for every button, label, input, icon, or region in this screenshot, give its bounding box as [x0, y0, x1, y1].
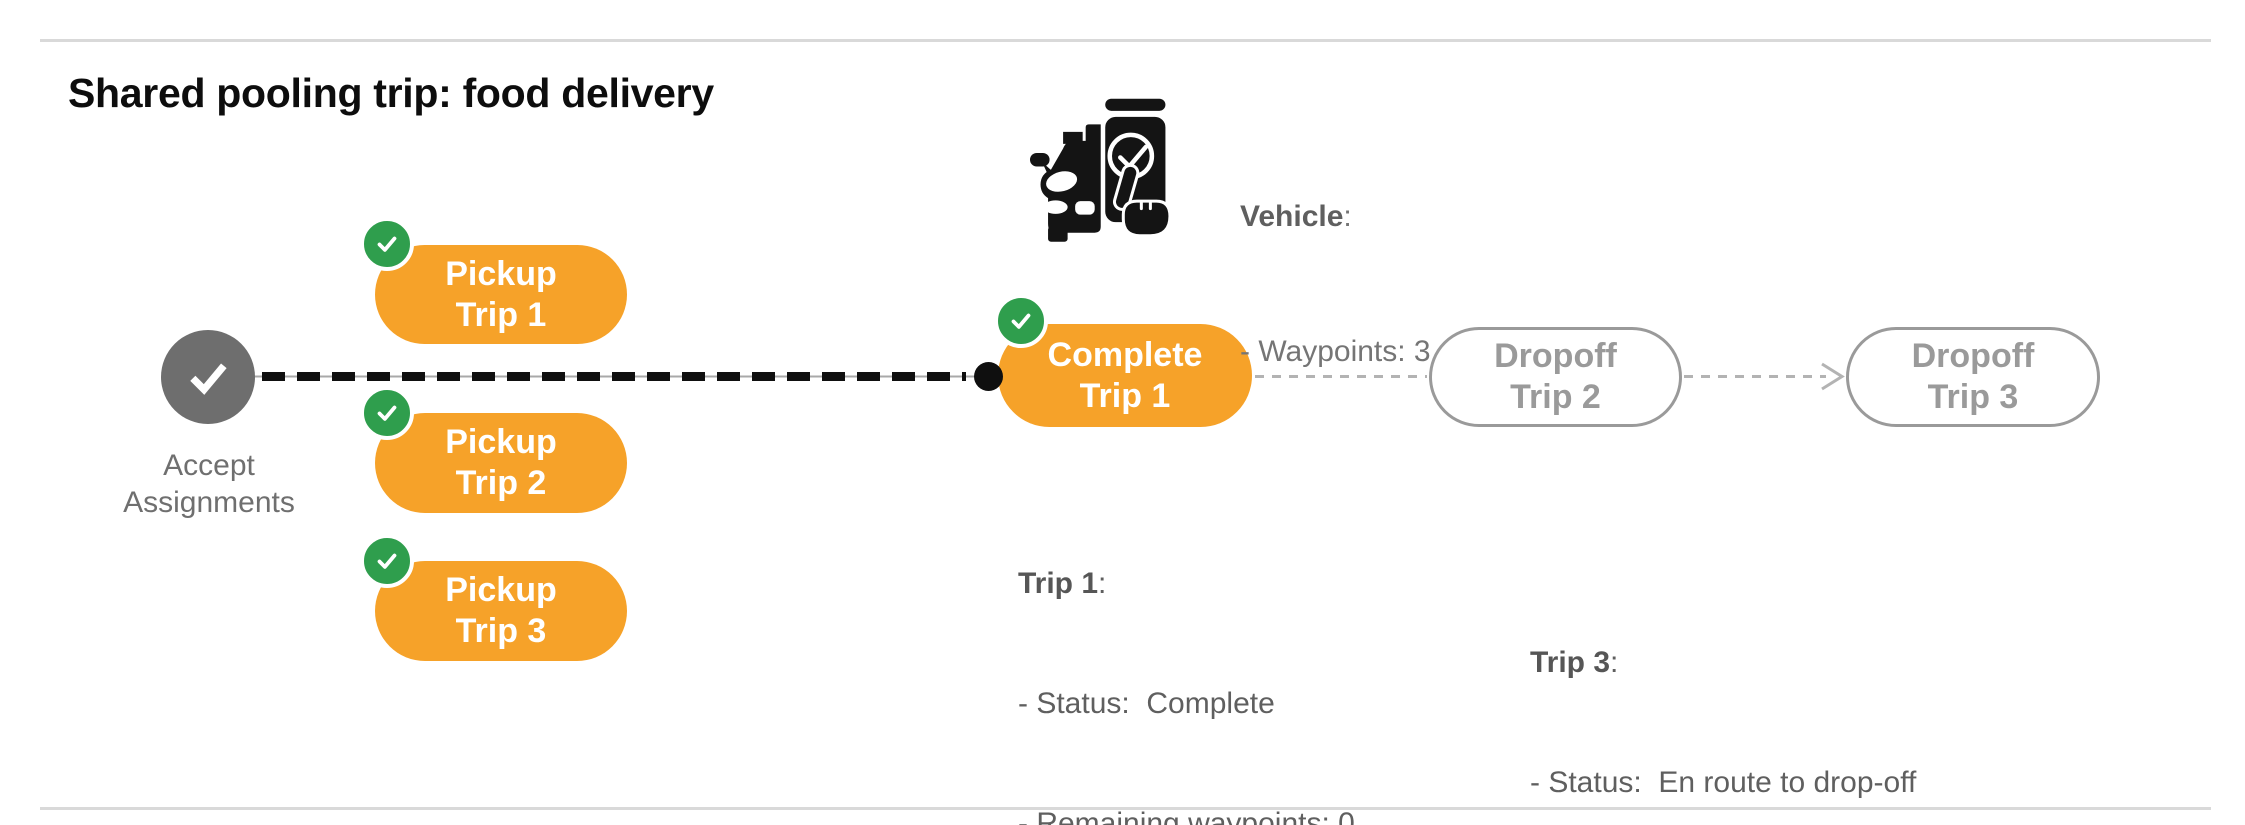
vehicle-label-colon: : — [1343, 200, 1352, 233]
pickup-2-line1: Pickup — [445, 423, 557, 461]
dropoff-trip-2-node: Dropoff Trip 2 — [1429, 327, 1682, 427]
complete-line2: Trip 1 — [1079, 376, 1171, 415]
dropoff-3-line2: Trip 3 — [1927, 378, 2019, 416]
top-divider — [40, 39, 2211, 42]
accept-label-line1: Accept — [163, 449, 255, 482]
dropoff-trip-3-node: Dropoff Trip 3 — [1846, 327, 2100, 427]
completed-check-badge-pickup-2 — [360, 386, 414, 440]
vehicle-label-line: Vehicle: — [1240, 194, 1431, 239]
trip-3-colon: : — [1610, 646, 1619, 679]
pickup-3-line2: Trip 3 — [455, 612, 547, 650]
trip-1-2-status-block: Trip 1: - Status: Complete - Remaining w… — [1018, 484, 1404, 825]
vehicle-info: Vehicle: - Waypoints: 3 — [1240, 104, 1431, 464]
vehicle-waypoints: - Waypoints: 3 — [1240, 335, 1431, 368]
pickup-1-line1: Pickup — [445, 254, 557, 293]
trip-3-heading: Trip 3: — [1530, 643, 1916, 683]
current-position-dot — [974, 362, 1003, 391]
pickup-trip-1-node: Pickup Trip 1 — [375, 245, 627, 344]
pickup-1-line2: Trip 1 — [455, 295, 547, 334]
trip-1-waypoints-line: - Remaining waypoints: 0 — [1018, 807, 1355, 825]
bottom-divider — [40, 807, 2211, 810]
completed-check-badge-complete-1 — [994, 294, 1048, 348]
car-phone-check-icon — [1030, 98, 1172, 242]
accept-assignments-label: Accept Assignments — [83, 447, 335, 521]
dropoff-2-line1: Dropoff — [1494, 337, 1617, 375]
check-icon — [1011, 313, 1031, 329]
pickup-2-line2: Trip 2 — [455, 464, 547, 502]
check-icon — [377, 553, 397, 569]
trip-1-heading: Trip 1: — [1018, 564, 1404, 604]
trip-1-status-line: - Status: Complete — [1018, 687, 1275, 720]
vehicle-label: Vehicle — [1240, 200, 1344, 233]
check-icon — [377, 405, 397, 421]
trip-1-colon: : — [1098, 567, 1107, 600]
trip-1-name: Trip 1 — [1018, 567, 1099, 600]
pickup-trip-3-node: Pickup Trip 3 — [375, 561, 627, 661]
complete-line1: Complete — [1047, 335, 1203, 374]
trip-3-status-block: Trip 3: - Status: En route to drop-off -… — [1530, 563, 1916, 825]
pickup-trip-2-node: Pickup Trip 2 — [375, 413, 627, 513]
dropoff-3-line1: Dropoff — [1911, 337, 2035, 375]
completed-check-badge-pickup-1 — [360, 217, 414, 271]
check-icon — [377, 236, 397, 252]
pickup-3-line1: Pickup — [445, 571, 557, 609]
trip-3-status-line: - Status: En route to drop-off — [1530, 766, 1917, 799]
completed-check-badge-pickup-3 — [360, 534, 414, 588]
accept-assignments-node — [161, 330, 255, 424]
check-icon — [190, 363, 227, 395]
dropoff-2-line2: Trip 2 — [1510, 378, 1601, 416]
trip-3-name: Trip 3 — [1530, 646, 1611, 679]
page-title: Shared pooling trip: food delivery — [68, 70, 714, 116]
accept-label-line2: Assignments — [123, 486, 295, 519]
complete-trip-1-node: Complete Trip 1 — [998, 324, 1252, 427]
